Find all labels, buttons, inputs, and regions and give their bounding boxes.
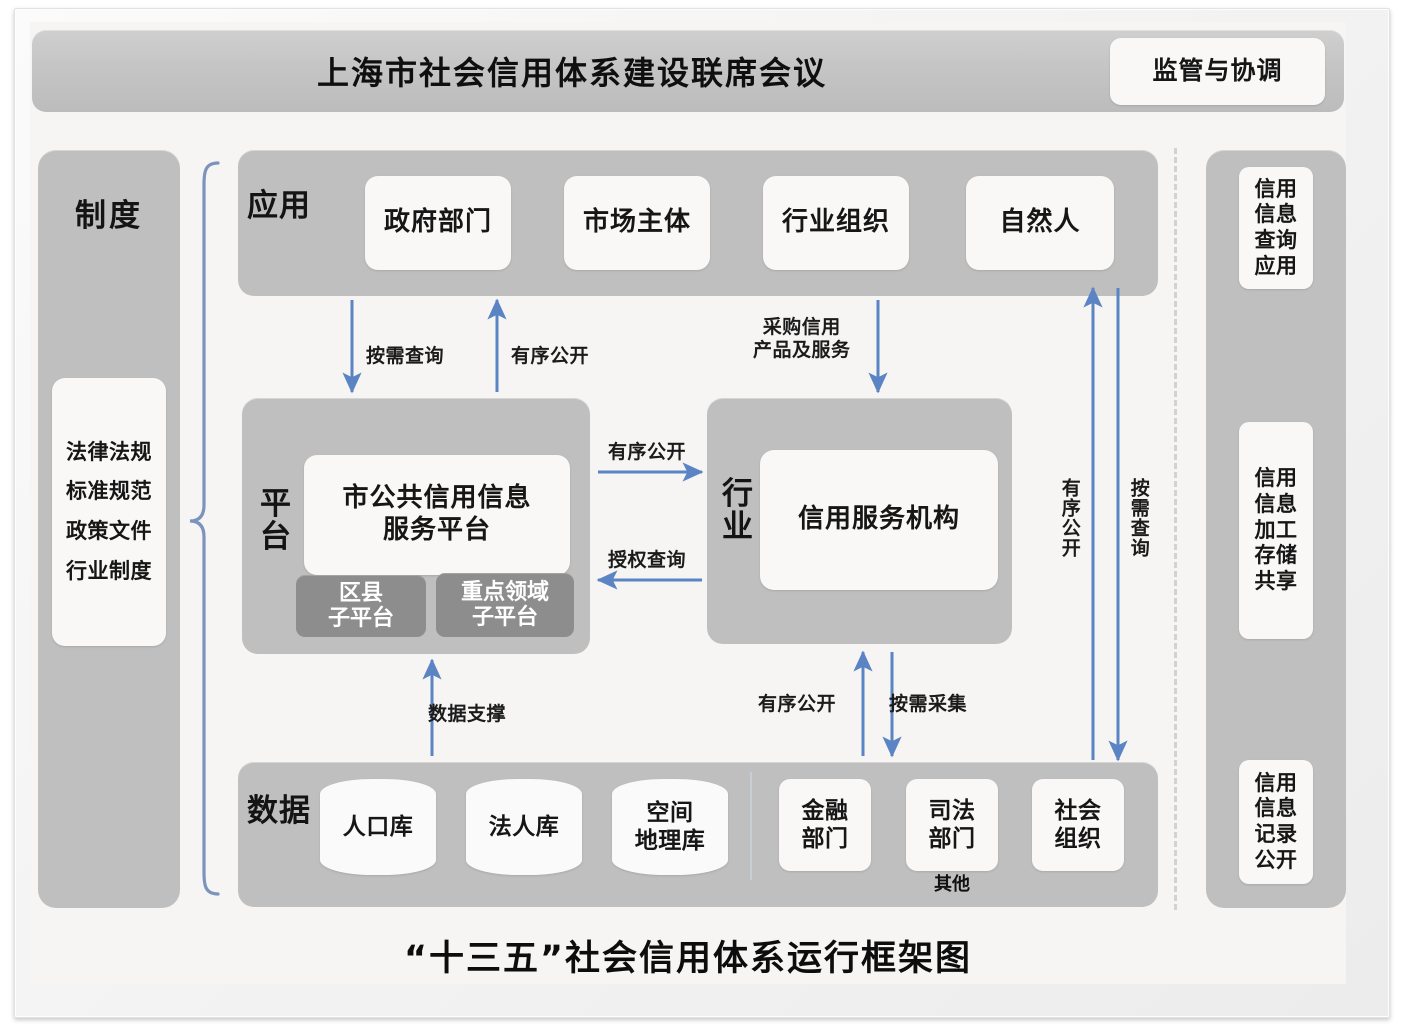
outcome-card-record-disclosure: 信用 信息 记录 公开 — [1239, 760, 1313, 884]
outcome-card-processing-storage-sharing: 信用 信息 加工 存储 共享 — [1239, 422, 1313, 639]
institution-item-1: 标准规范 — [66, 479, 152, 504]
label-data-to-app-long: 有序公开 — [1058, 478, 1081, 558]
industry-main-card[interactable]: 信用服务机构 — [760, 450, 998, 590]
supervise-coordinate-card[interactable]: 监管与协调 — [1110, 38, 1325, 105]
label-industry-to-data: 按需采集 — [889, 693, 968, 715]
platform-main-card[interactable]: 市公共信用信息 服务平台 — [304, 455, 570, 575]
institution-item-0: 法律法规 — [66, 439, 152, 464]
institution-card: 法律法规 标准规范 政策文件 行业制度 — [52, 378, 166, 646]
label-app-to-platform: 按需查询 — [366, 345, 445, 367]
industry-label: 行业 — [722, 476, 754, 545]
label-data-to-platform: 数据支撑 — [428, 703, 507, 725]
institution-label: 制度 — [75, 198, 143, 234]
data-other-social-org[interactable]: 社会 组织 — [1032, 779, 1124, 871]
label-data-to-industry: 有序公开 — [758, 693, 837, 715]
label-platform-to-app: 有序公开 — [511, 345, 590, 367]
outcome-card-query-application: 信用 信息 查询 应用 — [1239, 167, 1313, 289]
data-section-divider — [750, 772, 752, 880]
label-platform-to-industry: 有序公开 — [608, 441, 687, 463]
application-card-natural-person[interactable]: 自然人 — [966, 176, 1114, 270]
footer-title: “十三五”社会信用体系运行框架图 — [403, 939, 972, 979]
application-card-market-entity[interactable]: 市场主体 — [564, 176, 710, 270]
data-other-label: 其他 — [934, 874, 970, 895]
vertical-dashed-divider — [1174, 148, 1177, 910]
data-other-financial[interactable]: 金融 部门 — [779, 779, 871, 871]
platform-sub-key-domain[interactable]: 重点领域 子平台 — [436, 573, 574, 637]
label-app-to-industry: 采购信用 产品及服务 — [753, 316, 851, 361]
application-card-government[interactable]: 政府部门 — [365, 176, 511, 270]
label-industry-to-platform: 授权查询 — [608, 549, 687, 571]
database-population[interactable]: 人口库 — [320, 779, 436, 875]
page-title: 上海市社会信用体系建设联席会议 — [316, 54, 827, 92]
database-spatial-geography[interactable]: 空间 地理库 — [612, 779, 728, 875]
application-card-industry-org[interactable]: 行业组织 — [763, 176, 909, 270]
platform-sub-district[interactable]: 区县 子平台 — [296, 575, 426, 637]
label-app-to-data-long: 按需查询 — [1127, 478, 1150, 558]
institution-item-3: 行业制度 — [66, 558, 152, 583]
data-label: 数据 — [247, 793, 311, 829]
data-other-judicial[interactable]: 司法 部门 — [906, 779, 998, 871]
platform-label: 平台 — [260, 486, 292, 555]
institution-item-2: 政策文件 — [66, 519, 152, 543]
application-label: 应用 — [247, 188, 311, 224]
database-legal-person[interactable]: 法人库 — [466, 779, 582, 875]
